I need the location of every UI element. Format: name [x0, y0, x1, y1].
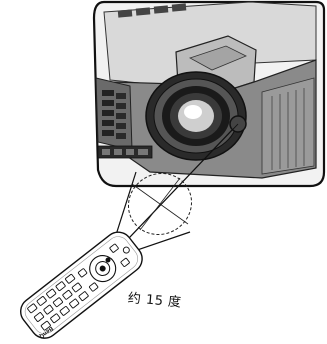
remote-body: [15, 227, 148, 344]
projector-lens: [146, 72, 246, 160]
projector-side-vents: [96, 78, 132, 150]
remote-ir-emitter: [106, 258, 111, 263]
projector-illustration: [94, 2, 324, 186]
remote-control: BenQ: [15, 227, 148, 344]
projector-right-grille: [262, 78, 314, 174]
projector-ports: [98, 146, 152, 158]
